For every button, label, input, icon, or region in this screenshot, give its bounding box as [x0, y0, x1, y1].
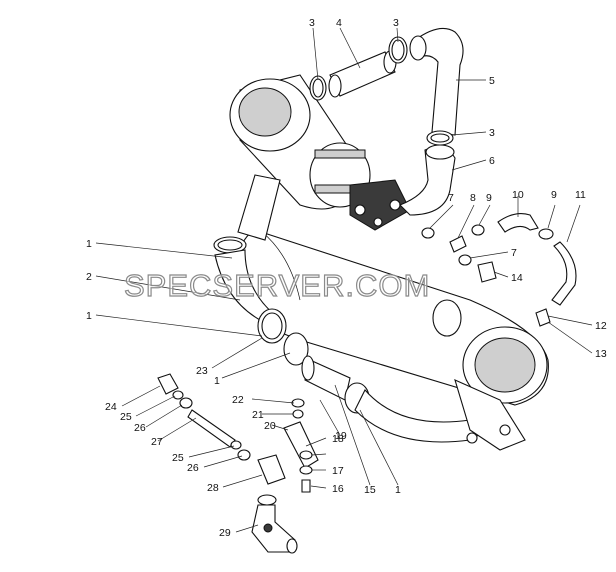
clamp-part-3-left — [309, 75, 327, 101]
clamp-part-1-lower — [257, 308, 287, 344]
washer-part-7 — [421, 227, 472, 266]
tube-part-27 — [187, 409, 236, 448]
callout-14: 14 — [511, 272, 523, 284]
callout-23: 23 — [196, 365, 208, 377]
tube-part-11 — [551, 241, 577, 306]
nut-part-25-lower — [230, 440, 242, 450]
callout-11: 11 — [575, 189, 586, 201]
muffler-body — [235, 229, 549, 406]
callout-10: 10 — [512, 189, 524, 201]
nut-part-25-upper — [172, 390, 184, 400]
callout-26: 26 — [187, 462, 199, 474]
fitting-part-12 — [535, 308, 551, 327]
watermark-text: SPECSERVER.COM — [123, 267, 431, 303]
callout-25: 25 — [120, 411, 132, 423]
callout-22: 22 — [232, 394, 244, 406]
leader-lines — [95, 27, 593, 533]
hose-part-4 — [328, 50, 397, 98]
callout-3: 3 — [489, 127, 495, 139]
fitting-part-14 — [477, 261, 497, 283]
callout-6: 6 — [489, 155, 495, 167]
right-bracket — [454, 379, 526, 451]
callout-1: 1 — [395, 484, 401, 496]
bolt-part-8 — [449, 235, 467, 253]
clamp-part-1-upper — [213, 236, 247, 254]
callout-7: 7 — [448, 192, 454, 204]
bolt-part-16 — [301, 479, 311, 493]
washer-part-18 — [299, 450, 313, 460]
callout-9: 9 — [486, 192, 492, 204]
clamp-part-3-mid — [426, 130, 454, 146]
callout-7: 7 — [511, 247, 517, 259]
fitting-part-24 — [157, 373, 179, 395]
callout-25: 25 — [172, 452, 184, 464]
fitting-part-28 — [257, 454, 286, 485]
callout-12: 12 — [595, 320, 607, 332]
hose-part-15 — [301, 355, 351, 401]
callout-2: 2 — [86, 271, 92, 283]
callout-28: 28 — [207, 482, 219, 494]
elbow-part-6 — [399, 144, 456, 216]
callout-16: 16 — [332, 483, 344, 495]
nut-part-26-lower — [237, 449, 251, 461]
callout-1: 1 — [86, 310, 92, 322]
callout-9: 9 — [551, 189, 557, 201]
air-cleaner — [229, 74, 371, 241]
callout-17: 17 — [332, 465, 344, 477]
hose-part-10 — [497, 213, 539, 233]
clamp-part-1-c — [283, 332, 309, 366]
callout-5: 5 — [489, 75, 495, 87]
callout-3: 3 — [393, 17, 399, 29]
callout-26: 26 — [134, 422, 146, 434]
valve-block — [349, 179, 411, 231]
callout-20: 20 — [264, 420, 276, 432]
callout-labels: 1 2 1 23 1 3 4 3 5 3 6 7 8 9 7 10 9 11 1… — [86, 17, 607, 539]
clamp-part-3-right — [388, 36, 408, 64]
valve-part-29 — [251, 494, 298, 554]
callout-3: 3 — [309, 17, 315, 29]
nut-part-17 — [299, 465, 313, 475]
callout-27: 27 — [151, 436, 163, 448]
clamp-part-9 — [471, 224, 554, 240]
callout-29: 29 — [219, 527, 231, 539]
washer-part-21 — [292, 409, 304, 419]
callout-24: 24 — [105, 401, 117, 413]
callout-4: 4 — [336, 17, 342, 29]
bracket-part-20 — [283, 421, 319, 469]
callout-21: 21 — [252, 409, 264, 421]
callout-13: 13 — [595, 348, 607, 360]
nut-part-26-upper — [179, 397, 193, 409]
callout-19: 19 — [335, 430, 347, 442]
callout-15: 15 — [364, 484, 376, 496]
callout-8: 8 — [470, 192, 476, 204]
callout-1: 1 — [86, 238, 92, 250]
elbow-pipe-part-5 — [409, 27, 464, 136]
callout-18: 18 — [332, 433, 344, 445]
callout-1: 1 — [214, 375, 220, 387]
